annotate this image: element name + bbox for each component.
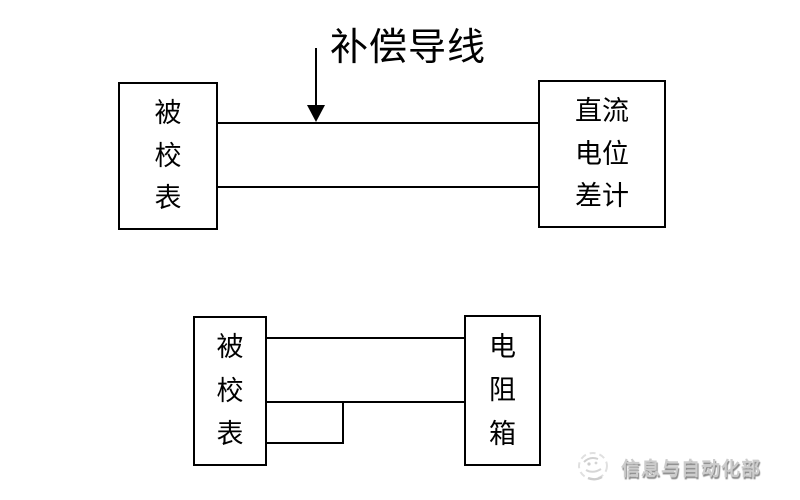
box-text-line: 电 bbox=[489, 331, 516, 362]
bottom-left-meter-box: 被 校 表 bbox=[193, 316, 267, 466]
bottom-wire-upper bbox=[267, 337, 464, 339]
top-right-dc-potentiometer-box: 直流 电位 差计 bbox=[538, 80, 666, 228]
box-text-line: 阻 bbox=[489, 375, 516, 405]
box-text-line: 直流 bbox=[575, 95, 629, 126]
bottom-wire-vertical bbox=[342, 401, 344, 444]
bottom-wire-stub bbox=[267, 442, 344, 444]
bottom-right-resistance-box: 电 阻 箱 bbox=[464, 315, 541, 466]
box-text-line: 表 bbox=[154, 183, 182, 214]
box-text-line: 被 bbox=[154, 97, 182, 128]
top-wire-lower bbox=[218, 186, 538, 188]
box-text-line: 差计 bbox=[575, 181, 629, 212]
top-wire-upper bbox=[218, 122, 538, 124]
watermark: 信息与自动化部 bbox=[576, 448, 761, 486]
box-text-line: 校 bbox=[154, 140, 182, 171]
box-text-line: 电位 bbox=[575, 138, 629, 169]
down-arrow-line-icon bbox=[315, 48, 317, 108]
compensation-wire-label: 补偿导线 bbox=[330, 27, 487, 69]
watermark-text: 信息与自动化部 bbox=[621, 458, 762, 480]
box-text-line: 校 bbox=[216, 375, 244, 406]
box-text-line: 被 bbox=[216, 332, 244, 363]
box-text-line: 表 bbox=[216, 418, 244, 449]
down-arrow-head-icon bbox=[307, 105, 325, 122]
watermark-logo-icon bbox=[578, 452, 608, 481]
top-left-meter-box: 被 校 表 bbox=[118, 82, 218, 230]
box-text-line: 箱 bbox=[489, 418, 516, 449]
bottom-wire-middle bbox=[267, 401, 464, 403]
